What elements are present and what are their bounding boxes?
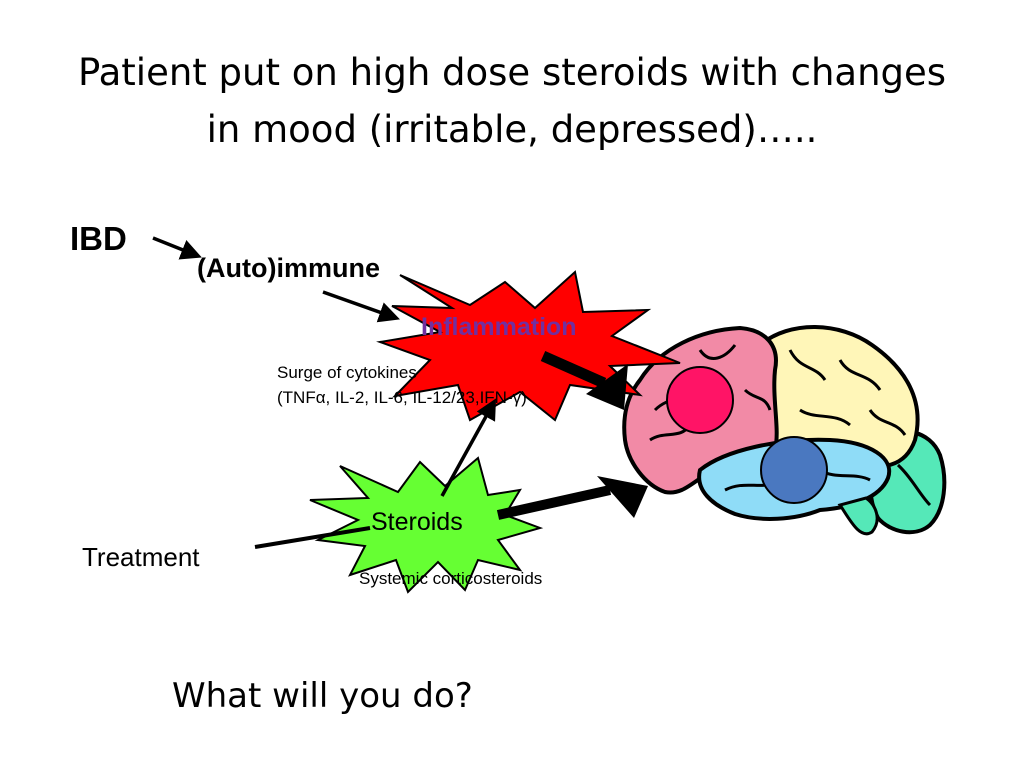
title-line-1: Patient put on high dose steroids with c… bbox=[77, 51, 947, 94]
treatment-label: Treatment bbox=[82, 542, 200, 572]
ibd-label: IBD bbox=[70, 220, 127, 257]
cytokines-label-line2: (TNFα, IL-2, IL-6, IL-12/23,IFN-γ) bbox=[277, 388, 527, 407]
thick-arrow-inflammation-to-brain-head bbox=[586, 364, 628, 410]
arrow-ibd-to-autoimmune bbox=[152, 236, 202, 260]
steroids-label: Steroids bbox=[371, 508, 463, 536]
thick-arrow-steroids-to-brain-shaft bbox=[496, 485, 612, 520]
inflammation-label: Inflammation bbox=[421, 313, 577, 341]
cytokines-label-line1: Surge of cytokines bbox=[277, 363, 417, 382]
brain-illustration bbox=[622, 325, 947, 536]
question-text: What will you do? bbox=[172, 676, 473, 716]
autoimmune-label: (Auto)immune bbox=[197, 253, 380, 283]
brain-frontal-spot bbox=[666, 366, 734, 434]
brain-stem bbox=[837, 496, 879, 536]
thick-arrow-steroids-to-brain-head bbox=[597, 476, 648, 518]
arrows bbox=[152, 236, 648, 549]
arrow-steroids-to-cytokines bbox=[440, 398, 497, 497]
thick-arrow-inflammation-to-brain-shaft bbox=[540, 350, 607, 389]
systemic-label: Systemic corticosteroids bbox=[359, 569, 542, 588]
brain-temporal-spot bbox=[760, 436, 828, 504]
slide-title: Patient put on high dose steroids with c… bbox=[40, 44, 984, 158]
arrow-treatment-to-steroids bbox=[254, 526, 371, 549]
arrow-autoimmune-to-inflammation bbox=[322, 290, 400, 323]
title-line-2: in mood (irritable, depressed)….. bbox=[206, 108, 818, 151]
